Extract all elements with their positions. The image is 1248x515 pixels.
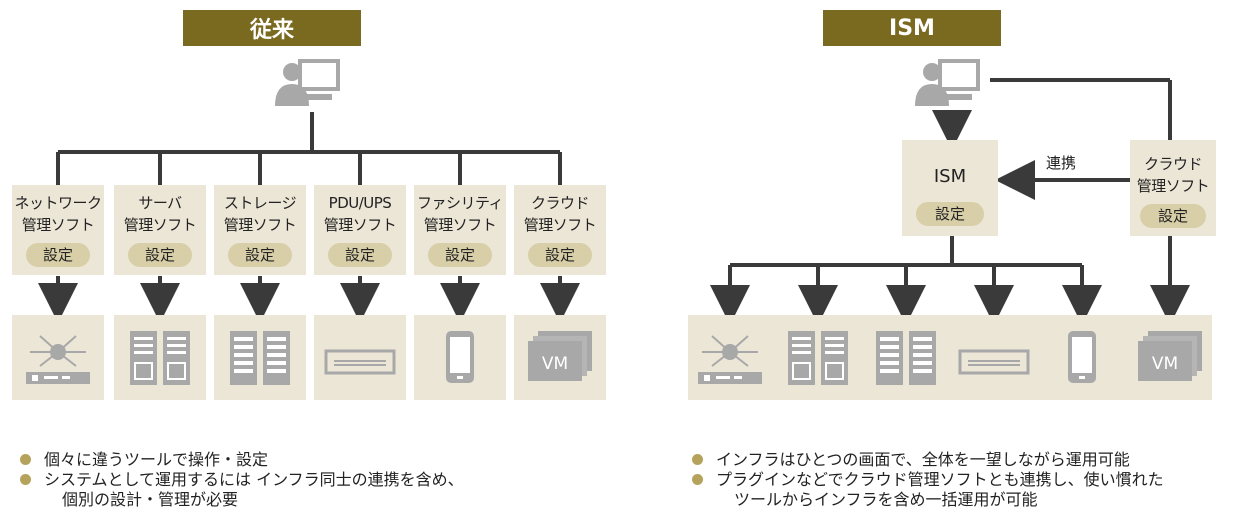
bullet-dot-icon bbox=[20, 454, 31, 465]
software-type: 管理ソフト bbox=[1136, 177, 1210, 195]
server-software-box: サーバ 管理ソフト 設定 bbox=[114, 185, 206, 275]
link-label: 連携 bbox=[1046, 154, 1077, 172]
ism-label: ISM bbox=[933, 166, 967, 187]
list-item: 個々に違うツールで操作・設定 bbox=[20, 450, 620, 470]
device-box-facility bbox=[414, 315, 506, 400]
software-name: ネットワーク bbox=[14, 194, 102, 212]
facility-software-box: ファシリティ 管理ソフト 設定 bbox=[414, 185, 506, 275]
bullet-dot-icon bbox=[692, 454, 703, 465]
server-icon bbox=[788, 331, 848, 385]
software-type: 管理ソフト bbox=[223, 216, 297, 234]
user-pc-icon bbox=[275, 59, 340, 106]
software-type: 管理ソフト bbox=[123, 216, 197, 234]
setting-badge: 設定 bbox=[26, 243, 90, 267]
vm-label: VM bbox=[542, 354, 568, 374]
setting-badge: 設定 bbox=[428, 243, 492, 267]
device-box-storage bbox=[214, 315, 306, 400]
setting-badge: 設定 bbox=[916, 202, 984, 226]
tablet-icon bbox=[446, 331, 474, 383]
tablet-icon bbox=[1068, 331, 1096, 383]
device-box-pdu bbox=[314, 315, 406, 400]
storage-software-box: ストレージ 管理ソフト 設定 bbox=[214, 185, 306, 275]
software-type: 管理ソフト bbox=[21, 216, 95, 234]
software-name: PDU/UPS bbox=[328, 194, 392, 212]
server-icon bbox=[130, 331, 190, 385]
setting-badge: 設定 bbox=[328, 243, 392, 267]
vm-icon: VM bbox=[528, 331, 592, 381]
cloud-software-box: クラウド 管理ソフト 設定 bbox=[514, 185, 606, 275]
ism-bullets: インフラはひとつの画面で、全体を一望しながら運用可能 プラグインなどでクラウド管… bbox=[692, 450, 1248, 510]
cloud-software-box: クラウド 管理ソフト 設定 bbox=[1130, 140, 1216, 236]
pdu-icon bbox=[958, 349, 1030, 375]
software-type: 管理ソフト bbox=[523, 216, 597, 234]
device-box-network bbox=[12, 315, 104, 400]
software-type: 管理ソフト bbox=[423, 216, 497, 234]
user-pc-icon bbox=[915, 59, 980, 106]
setting-badge: 設定 bbox=[528, 243, 592, 267]
software-name: ファシリティ bbox=[416, 194, 504, 212]
legacy-title: 従来 bbox=[183, 10, 361, 46]
software-name: ストレージ bbox=[223, 194, 297, 212]
legacy-bullets: 個々に違うツールで操作・設定 システムとして運用するには インフラ同士の連携を含… bbox=[20, 450, 620, 510]
list-item: プラグインなどでクラウド管理ソフトとも連携し、使い慣れた bbox=[692, 470, 1248, 490]
ism-box: ISM 設定 bbox=[902, 140, 998, 236]
network-software-box: ネットワーク 管理ソフト 設定 bbox=[12, 185, 104, 275]
bullet-dot-icon bbox=[692, 474, 703, 485]
software-name: クラウド bbox=[530, 194, 590, 212]
list-item: システムとして運用するには インフラ同士の連携を含め、 bbox=[20, 470, 620, 490]
setting-badge: 設定 bbox=[128, 243, 192, 267]
device-box-vm: VM bbox=[514, 315, 606, 400]
list-item: インフラはひとつの画面で、全体を一望しながら運用可能 bbox=[692, 450, 1248, 470]
device-box-server bbox=[114, 315, 206, 400]
list-item-continuation: ツールからインフラを含め一括運用が可能 bbox=[734, 490, 1038, 509]
device-box-integrated: VM bbox=[688, 315, 1212, 400]
pdu-ups-software-box: PDU/UPS 管理ソフト 設定 bbox=[314, 185, 406, 275]
setting-badge: 設定 bbox=[1140, 204, 1206, 228]
list-item-continuation: 個別の設計・管理が必要 bbox=[62, 490, 239, 509]
bullet-dot-icon bbox=[20, 474, 31, 485]
vm-icon: VM bbox=[1138, 331, 1202, 381]
ism-title: ISM bbox=[823, 10, 1001, 46]
pdu-icon bbox=[324, 349, 396, 375]
network-switch-icon bbox=[26, 335, 90, 384]
software-type: 管理ソフト bbox=[323, 216, 397, 234]
setting-badge: 設定 bbox=[228, 243, 292, 267]
software-name: クラウド bbox=[1143, 155, 1203, 173]
storage-icon bbox=[230, 331, 290, 385]
software-name: サーバ bbox=[138, 194, 182, 212]
network-switch-icon bbox=[698, 335, 762, 384]
vm-label: VM bbox=[1152, 354, 1178, 374]
storage-icon bbox=[876, 331, 936, 385]
